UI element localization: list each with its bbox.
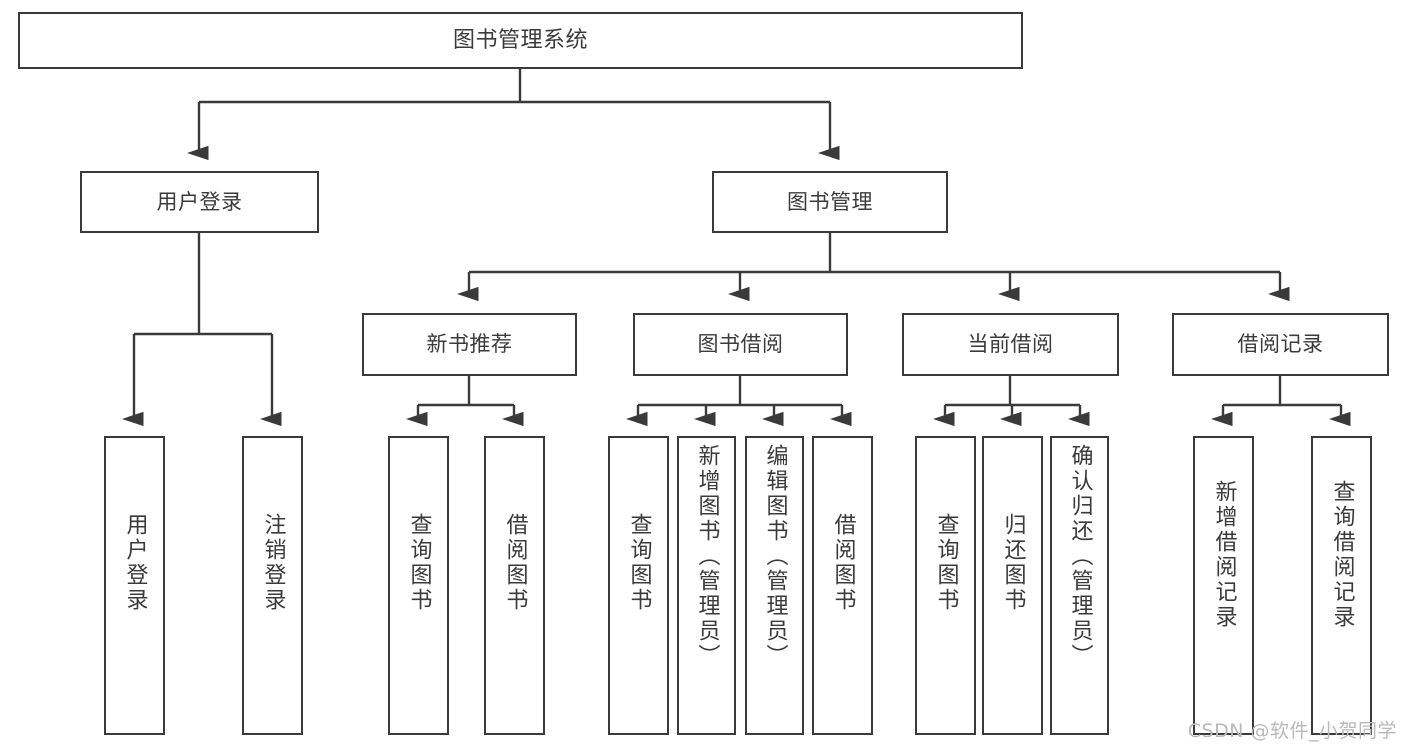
node-label: 图书借阅 (697, 332, 784, 357)
node-label: 查询图书 (406, 513, 432, 613)
leaf-current-borrow-confirm-return-admin[interactable]: 确认归还（管理员） (1050, 436, 1109, 735)
leaf-book-borrow-query-book[interactable]: 查询图书 (608, 436, 669, 735)
node-root-book-management-system[interactable]: 图书管理系统 (18, 12, 1023, 69)
node-label: 查询借阅记录 (1329, 480, 1355, 630)
leaf-book-borrow-borrow-book[interactable]: 借阅图书 (812, 436, 873, 735)
node-label: 借阅记录 (1237, 332, 1324, 357)
node-label: 图书管理 (787, 189, 873, 214)
node-label: 当前借阅 (967, 332, 1054, 357)
node-label: 用户登录 (122, 513, 148, 613)
node-label: 查询图书 (626, 513, 652, 613)
node-label: 借阅图书 (830, 513, 856, 613)
node-label: 用户登录 (156, 189, 243, 214)
leaf-user-login-logout[interactable]: 注销登录 (242, 436, 303, 735)
watermark-text: CSDN @软件_小贺同学 (1187, 720, 1397, 742)
leaf-new-book-query-book[interactable]: 查询图书 (388, 436, 449, 735)
node-label: 查询图书 (933, 513, 959, 613)
leaf-book-borrow-edit-book-admin[interactable]: 编辑图书（管理员） (745, 436, 804, 735)
node-borrow-record[interactable]: 借阅记录 (1172, 313, 1389, 376)
node-label: 新增借阅记录 (1211, 480, 1237, 630)
leaf-user-login-login[interactable]: 用户登录 (104, 436, 165, 735)
node-label: 新书推荐 (426, 332, 513, 357)
node-label: 借阅图书 (502, 513, 528, 613)
leaf-borrow-record-add-record[interactable]: 新增借阅记录 (1193, 436, 1254, 735)
node-label: 图书管理系统 (452, 27, 588, 53)
node-label: 新增图书（管理员） (694, 444, 720, 669)
leaf-borrow-record-query-record[interactable]: 查询借阅记录 (1311, 436, 1372, 735)
node-book-management[interactable]: 图书管理 (712, 171, 948, 233)
leaf-current-borrow-query-book[interactable]: 查询图书 (915, 436, 976, 735)
node-user-login[interactable]: 用户登录 (80, 171, 319, 233)
node-label: 注销登录 (260, 513, 286, 613)
node-label: 归还图书 (1000, 513, 1026, 613)
leaf-new-book-borrow-book[interactable]: 借阅图书 (484, 436, 545, 735)
node-label: 编辑图书（管理员） (762, 444, 788, 669)
node-book-borrow[interactable]: 图书借阅 (633, 313, 848, 376)
node-label: 确认归还（管理员） (1067, 444, 1093, 669)
node-current-borrow[interactable]: 当前借阅 (902, 313, 1119, 376)
leaf-book-borrow-add-book-admin[interactable]: 新增图书（管理员） (677, 436, 736, 735)
leaf-current-borrow-return-book[interactable]: 归还图书 (982, 436, 1043, 735)
node-new-book-recommend[interactable]: 新书推荐 (362, 313, 577, 376)
